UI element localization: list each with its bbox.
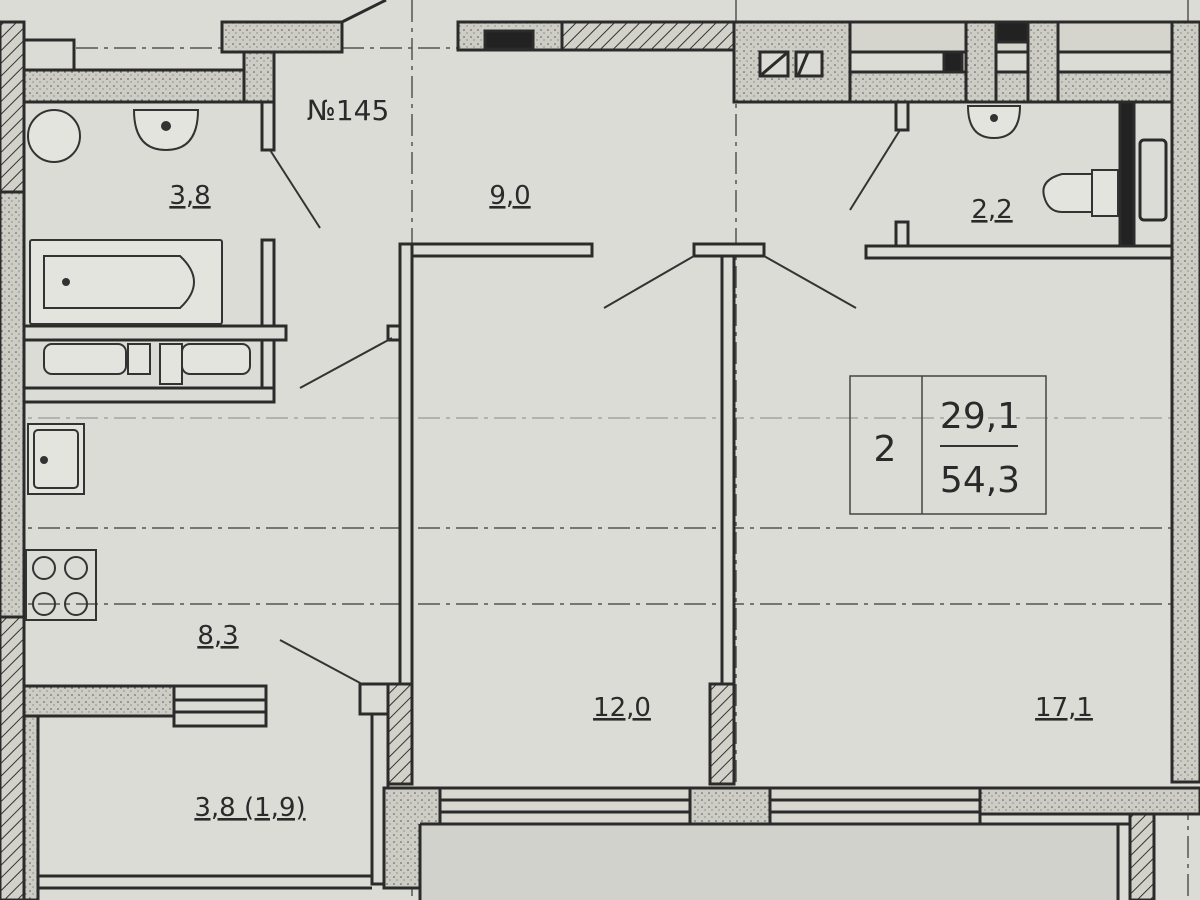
fixture-washing-machine-icon (27, 109, 81, 163)
exterior-wall-bottom (22, 682, 1200, 900)
room-area-toilet: 2,2 (971, 195, 1012, 225)
room-count: 2 (874, 429, 897, 470)
room-area-corridor: 9,0 (489, 181, 530, 211)
room-area-bedroom: 12,0 (593, 693, 651, 723)
fixture-washbasin-2-icon (966, 105, 1022, 140)
room-area-balcony: 3,8 (1,9) (194, 793, 305, 823)
exterior-wall-top (22, 0, 1200, 784)
fixture-toilet-icon (1042, 169, 1119, 217)
fixture-bathtub-icon (29, 239, 223, 325)
room-area-bathroom: 3,8 (169, 181, 210, 211)
exterior-wall-left (0, 20, 26, 900)
door-swings (269, 129, 901, 685)
fixture-washbasin-icon (132, 109, 200, 152)
room-area-living-room: 17,1 (1035, 693, 1093, 723)
room-area-kitchen: 8,3 (197, 621, 238, 651)
living-area: 29,1 (940, 396, 1020, 437)
total-area: 54,3 (940, 460, 1020, 501)
apartment-number: №145 (307, 94, 390, 127)
fixture-stove-icon (25, 549, 97, 621)
area-summary-box: 2 29,1 54,3 (849, 375, 1047, 515)
fixture-kitchen-sink-icon (27, 423, 85, 495)
interior-walls (22, 100, 1174, 686)
fixture-cabinets-icon (43, 343, 251, 385)
